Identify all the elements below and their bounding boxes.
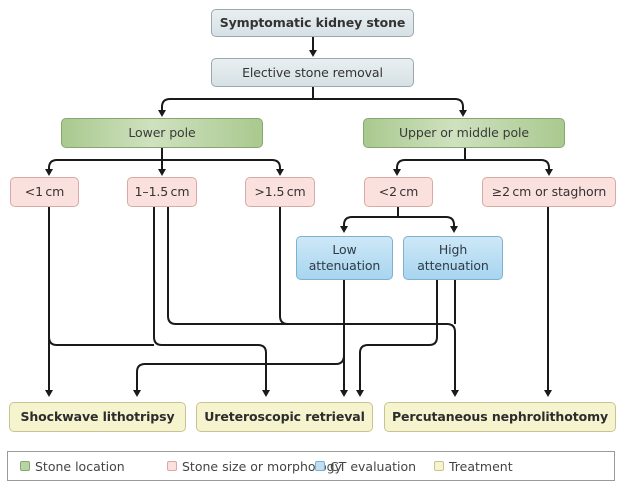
node-low-attenuation: Low attenuation (296, 236, 393, 280)
arrowhead (262, 390, 270, 397)
node-size-1-1_5cm: 1–1.5 cm (127, 177, 197, 207)
legend-label: Stone size or morphology (182, 458, 342, 474)
node-size-lt-1cm: <1 cm (10, 177, 79, 207)
legend-swatch-yellow (434, 461, 444, 471)
edge-lower-small (48, 159, 162, 171)
node-label-line1: Low (332, 242, 357, 258)
node-label-line2: attenuation (417, 258, 489, 273)
node-label: Elective stone removal (242, 64, 383, 80)
arrowhead (451, 390, 459, 397)
node-ureteroscopic-retrieval: Ureteroscopic retrieval (196, 402, 373, 432)
legend-item-stone-size: Stone size or morphology (167, 459, 342, 474)
edge-high-urs (359, 280, 438, 392)
arrowhead (450, 226, 458, 233)
legend-swatch-blue (315, 461, 325, 471)
legend-item-ct-evaluation: CT evaluation (315, 459, 416, 474)
node-label-line2: attenuation (308, 258, 381, 273)
legend-label: Treatment (449, 458, 513, 474)
legend-item-stone-location: Stone location (20, 459, 125, 474)
node-label: Shockwave lithotripsy (20, 409, 175, 425)
node-label: Symptomatic kidney stone (219, 15, 406, 31)
node-size-gt-1_5cm: >1.5 cm (245, 177, 315, 207)
node-label-line1: High (438, 242, 468, 258)
edge-gt15-pcnl (279, 207, 289, 325)
node-percutaneous-nephrolithotomy: Percutaneous nephrolithotomy (384, 402, 616, 432)
arrowhead (340, 390, 348, 397)
node-label: >1.5 cm (254, 184, 306, 200)
node-label: <2 cm (378, 184, 419, 200)
arrowhead (356, 390, 364, 397)
arrowhead (340, 226, 348, 233)
node-shockwave-lithotripsy: Shockwave lithotripsy (9, 402, 186, 432)
node-label: ≥2 cm or staghorn (491, 184, 607, 200)
node-label: Ureteroscopic retrieval (204, 409, 365, 425)
legend-label: Stone location (35, 458, 125, 474)
arrowhead (133, 390, 141, 397)
edge-elective-lower (161, 98, 313, 112)
node-label: <1 cm (24, 184, 65, 200)
arrowhead (158, 169, 166, 176)
edge-elective-upper (313, 98, 464, 112)
legend-swatch-pink (167, 461, 177, 471)
arrowhead (545, 169, 553, 176)
node-size-lt-2cm: <2 cm (364, 177, 433, 207)
edge-upper-small (396, 159, 465, 171)
arrowhead (393, 169, 401, 176)
edge-small-low (343, 216, 398, 228)
node-upper-middle-pole: Upper or middle pole (363, 118, 565, 148)
arrowhead (309, 50, 317, 57)
node-lower-pole: Lower pole (61, 118, 263, 148)
node-label: Percutaneous nephrolithotomy (391, 409, 609, 425)
node-symptomatic-kidney-stone: Symptomatic kidney stone (211, 9, 414, 37)
edge-mid-urs (153, 207, 267, 392)
node-label: 1–1.5 cm (134, 184, 190, 200)
arrowhead (158, 110, 166, 117)
arrowhead (45, 390, 53, 397)
edge-lower-large (162, 159, 281, 171)
edge-upper-large (465, 159, 550, 171)
edge-low-swl (136, 354, 345, 392)
arrowhead (276, 169, 284, 176)
edge-lt1-urs (48, 336, 154, 346)
edge-small-high (398, 216, 455, 228)
legend-label: CT evaluation (330, 458, 417, 474)
legend-item-treatment: Treatment (434, 459, 513, 474)
arrowhead (45, 169, 53, 176)
node-label: Upper or middle pole (399, 125, 529, 141)
legend: Stone location Stone size or morphology … (7, 451, 615, 481)
edge-mid-pcnl (167, 207, 456, 392)
arrowhead (544, 390, 552, 397)
node-elective-stone-removal: Elective stone removal (211, 58, 414, 87)
arrowhead (459, 110, 467, 117)
legend-swatch-green (20, 461, 30, 471)
node-high-attenuation: High attenuation (403, 236, 503, 280)
node-size-gte-2cm-staghorn: ≥2 cm or staghorn (482, 177, 616, 207)
node-label: Lower pole (128, 125, 196, 141)
